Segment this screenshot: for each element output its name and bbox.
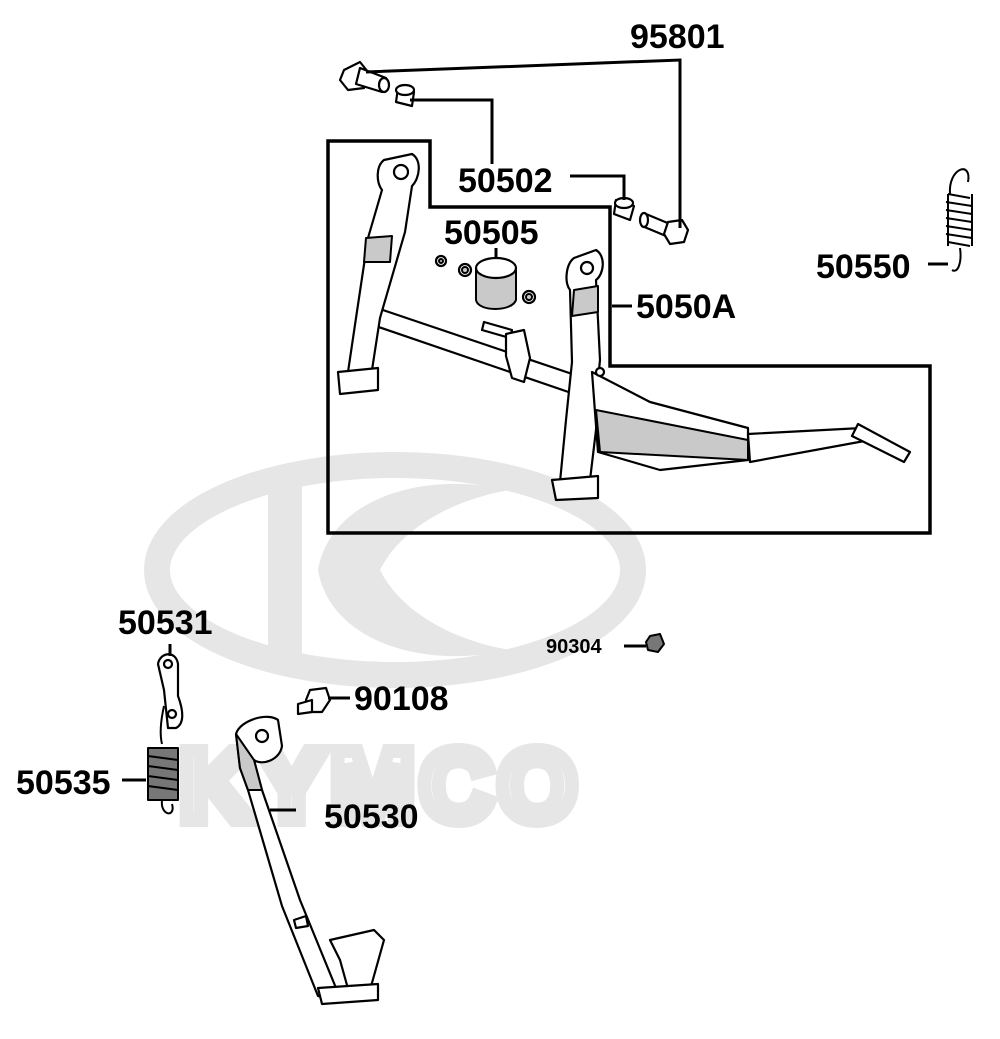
side-stand-spring-plate [156, 653, 184, 745]
nut-90304 [645, 633, 665, 653]
bolt-90108 [296, 686, 332, 716]
part-label-5050A: 5050A [636, 288, 736, 326]
bushing-50502-upper [394, 83, 416, 108]
part-label-95801: 95801 [630, 18, 725, 56]
side-stand-50530 [234, 715, 386, 1006]
watermark-k-arm [318, 483, 510, 657]
bolt-95801-upper [338, 60, 391, 94]
spring-50535 [147, 747, 179, 815]
spring-50550 [945, 168, 973, 272]
leader-lines [122, 58, 948, 812]
part-label-50531: 50531 [118, 604, 213, 642]
bushing-50502-lower [612, 196, 636, 222]
part-label-50535: 50535 [16, 764, 111, 802]
watermark-k-stem [268, 480, 302, 660]
part-label-50530: 50530 [324, 798, 419, 836]
part-label-50502: 50502 [458, 162, 553, 200]
part-label-90108: 90108 [354, 680, 449, 718]
pivot-rubber-set [434, 254, 537, 310]
part-label-90304: 90304 [546, 636, 602, 658]
part-label-50550: 50550 [816, 248, 911, 286]
watermark-oval [144, 452, 646, 688]
bolt-95801-lower [638, 211, 690, 246]
main-stand-drawing [336, 152, 912, 502]
main-stand-frame [326, 139, 932, 535]
part-label-50505: 50505 [444, 214, 539, 252]
